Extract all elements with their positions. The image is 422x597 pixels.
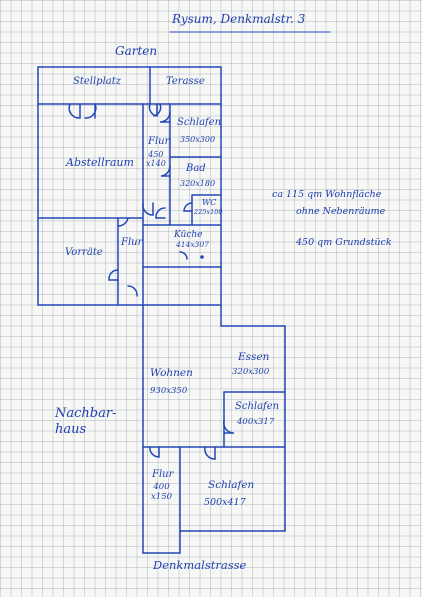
bedroom-bottom-name: Schlafen — [208, 479, 255, 491]
living-size: 930x350 — [150, 386, 188, 396]
terrace-label: Terasse — [166, 76, 205, 87]
parking-label: Stellplatz — [73, 76, 122, 87]
upper-building-outline — [37, 66, 222, 306]
door-kitchen — [179, 251, 188, 260]
door-terrace-1 — [148, 103, 158, 117]
door-bedroom-mid — [223, 420, 235, 434]
door-hall-bottom-2 — [204, 446, 216, 460]
door-hall-bottom-1 — [149, 446, 160, 458]
door-wc — [183, 202, 193, 212]
bedroom-mid-name: Schlafen — [235, 401, 280, 412]
kitchen-name: Küche — [174, 230, 203, 240]
wc-name: WC — [202, 198, 217, 207]
bath-size: 320x180 — [180, 179, 216, 188]
door-storage-bottom — [108, 269, 119, 281]
bedroom-bottom-size: 500x417 — [204, 497, 246, 508]
bedroom-top-size: 350x300 — [180, 135, 216, 144]
hall-top-size: 450 x140 — [146, 150, 166, 168]
dining-size: 320x300 — [232, 367, 270, 377]
dining-name: Essen — [238, 351, 270, 363]
side-rooms-note: ohne Nebenräume — [296, 206, 386, 217]
plot-note: 450 qm Grundstück — [296, 237, 392, 248]
door-bath — [160, 165, 171, 177]
living-name: Wohnen — [150, 367, 193, 379]
door-bedroom-top — [159, 111, 171, 123]
door-supplies — [117, 217, 129, 227]
door-storage-2 — [84, 103, 97, 119]
kitchen-stove-dot — [200, 255, 204, 259]
door-storage-1 — [68, 103, 81, 119]
street-label: Denkmalstrasse — [153, 558, 247, 572]
door-terrace-2 — [153, 103, 162, 117]
door-hall-small-1 — [142, 202, 154, 216]
garden-label: Garten — [115, 44, 158, 58]
storage-room-label: Abstellraum — [66, 156, 134, 169]
bath-name: Bad — [186, 163, 206, 174]
wc-size: 225x100 — [194, 208, 223, 216]
plan-title: Rysum, Denkmalstr. 3 — [172, 12, 306, 26]
hall-bottom-name: Flur — [152, 469, 174, 480]
hall-bottom-size: 400 x150 — [151, 482, 173, 502]
supplies-label: Vorräte — [65, 247, 103, 258]
bedroom-mid-size: 400x317 — [237, 417, 275, 427]
door-hall-bottom — [127, 285, 138, 297]
kitchen-size: 414x307 — [176, 240, 209, 249]
bedroom-top-name: Schlafen — [177, 117, 222, 128]
neighbor-house-label: Nachbar- haus — [55, 406, 117, 438]
living-area-note: ca 115 qm Wohnfläche — [272, 189, 382, 200]
hall-top-name: Flur — [148, 136, 170, 147]
door-hall-small-2 — [155, 207, 166, 219]
hall-small-label: Flur — [121, 237, 143, 248]
